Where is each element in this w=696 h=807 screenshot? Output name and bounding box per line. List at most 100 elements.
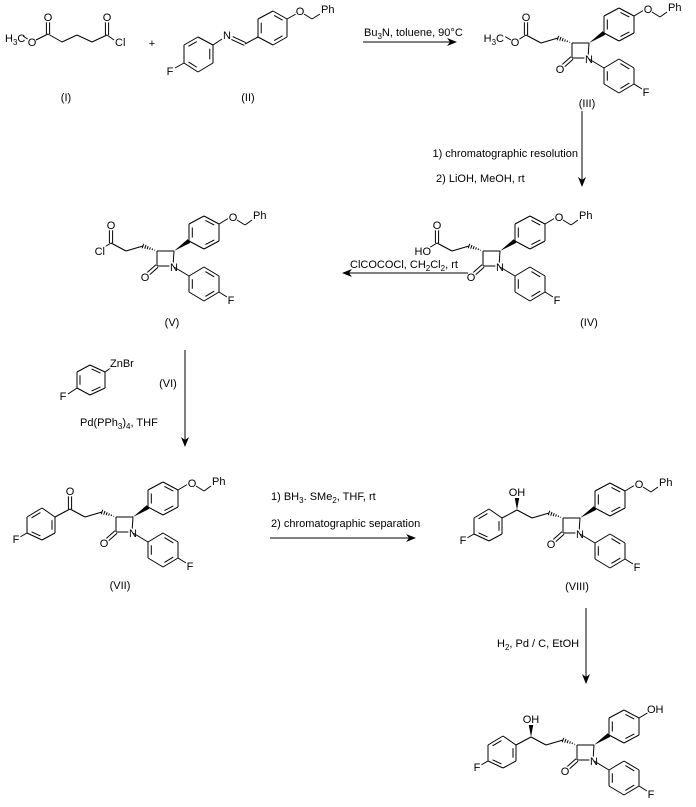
conditions-step5-line2: 2) chromatographic separation: [271, 518, 420, 530]
ring-bond: [594, 507, 611, 517]
ring-inner-bond: [611, 506, 621, 513]
hash: [559, 36, 562, 41]
carbonyl-bond: [107, 532, 118, 542]
ring-bond: [618, 7, 635, 17]
text-segment: H: [497, 638, 505, 650]
ring-inner-bond: [478, 513, 488, 520]
text-segment: C: [17, 33, 25, 45]
ring-bond: [203, 291, 220, 302]
bond: [218, 217, 230, 225]
ring-bond: [162, 532, 179, 543]
ring-bond: [147, 506, 164, 516]
subscript: 3: [299, 496, 304, 505]
bond: [19, 532, 28, 538]
hash: [146, 245, 149, 250]
ring-bond: [188, 266, 205, 277]
ring-bond: [502, 735, 517, 746]
ring-inner-bond: [205, 239, 215, 246]
bond: [172, 250, 175, 267]
ring-bond: [594, 533, 611, 544]
ring-bond: [257, 10, 274, 20]
bond: [106, 34, 115, 41]
ring-bond: [147, 557, 164, 568]
text-segment: Bu: [364, 27, 377, 39]
bond: [638, 785, 648, 792]
nitrogen-label: N: [129, 528, 137, 540]
text-segment: 1) BH: [271, 491, 299, 503]
fluorophenyl-ring: [594, 533, 626, 569]
compound-label-V: (V): [165, 317, 180, 329]
nitrogen-label: N: [585, 54, 593, 66]
bond: [540, 37, 559, 44]
carbonyl-bond: [105, 530, 116, 540]
ring-bond: [147, 481, 164, 491]
subscript: 3: [13, 38, 18, 47]
ring-inner-bond: [31, 512, 41, 519]
bond: [173, 266, 190, 277]
oxygen-label: O: [467, 272, 476, 284]
fluorophenyl-ring: [603, 58, 635, 94]
carbonyl-bond: [474, 266, 485, 276]
ring-inner-bond: [205, 290, 215, 297]
oxygen-label: O: [635, 479, 644, 491]
ring-bond: [609, 533, 626, 544]
ring-bond: [608, 709, 625, 719]
text-segment: 1) chromatographic resolution: [432, 148, 578, 160]
fluorine-label: F: [60, 391, 67, 403]
bond: [244, 36, 259, 45]
bond: [131, 516, 134, 533]
phenyl-label: Ph: [668, 2, 681, 14]
ring-bond: [603, 7, 620, 17]
ring-bond: [183, 62, 199, 73]
ring-bond: [188, 291, 205, 302]
ring-bond: [183, 36, 199, 46]
ring-bond: [529, 266, 546, 277]
bond: [125, 245, 144, 252]
ring-inner-bond: [620, 31, 630, 38]
ring-bond: [594, 482, 611, 492]
text-segment: Pd(PPh: [80, 417, 118, 429]
oxygen-label: O: [522, 12, 531, 24]
bond: [428, 242, 438, 249]
ring-bond: [609, 507, 626, 517]
bond: [624, 484, 636, 492]
ring-inner-bond: [492, 740, 502, 747]
text-segment: , Pd / C, EtOH: [509, 638, 579, 650]
hydroxyl-label: OH: [647, 704, 664, 716]
oxygen-label: O: [547, 539, 556, 551]
fluorophenyl-ring: [188, 266, 220, 302]
bond: [110, 242, 127, 252]
text-segment: , rt: [445, 259, 458, 271]
hash: [477, 248, 480, 251]
aryl-ring: [608, 709, 640, 744]
bond: [633, 9, 645, 17]
carbonyl-bond: [568, 760, 579, 770]
compound-label-VI: (VI): [159, 378, 177, 390]
oxygen-label: O: [511, 37, 520, 49]
fluorine-label: F: [634, 562, 641, 574]
bond: [642, 486, 652, 493]
bond: [651, 11, 661, 18]
hash: [144, 244, 147, 249]
carbonyl-bond: [146, 264, 157, 274]
phenyl-label: Ph: [212, 476, 225, 488]
wedge-bond: [500, 239, 517, 251]
ring-inner-bond: [625, 713, 635, 720]
zinc-bromide-label: ZnBr: [110, 358, 134, 370]
hash: [552, 512, 555, 517]
hashed-wedge-bond: [547, 510, 562, 518]
text-segment: N, toluene, 90°C: [382, 27, 463, 39]
ring-bond: [76, 387, 91, 396]
ring-bond: [272, 10, 288, 20]
fluorine-label: F: [187, 561, 194, 573]
ring-inner-bond: [531, 239, 541, 246]
fluorophenyl-ring: [514, 266, 546, 302]
fluorine-label: F: [13, 534, 20, 546]
hydroxyl-label: OH: [509, 487, 526, 499]
bond: [303, 13, 313, 20]
oxygen-label: O: [103, 12, 112, 24]
ring-bond: [487, 735, 504, 746]
ring-bond: [514, 291, 531, 302]
